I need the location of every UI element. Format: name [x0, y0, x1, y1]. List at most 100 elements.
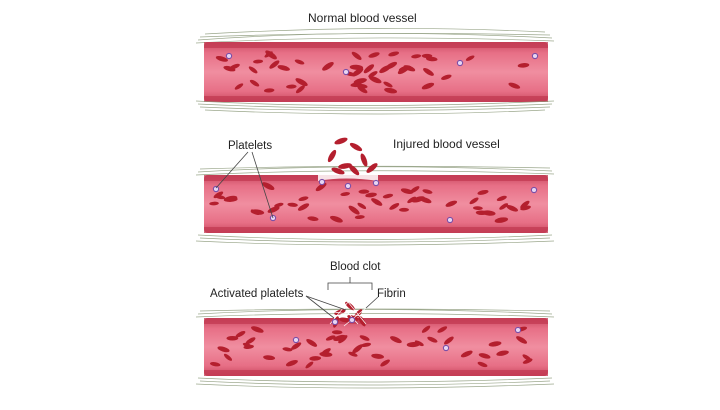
- platelet-icon: [348, 316, 356, 324]
- red-blood-cell-icon: [331, 167, 345, 175]
- red-blood-cell-icon: [422, 189, 433, 194]
- red-blood-cell-icon: [440, 74, 452, 80]
- wound-gap: [318, 171, 378, 181]
- red-blood-cell-icon: [334, 137, 348, 145]
- red-blood-cell-icon: [234, 83, 244, 90]
- red-blood-cell-icon: [358, 315, 366, 327]
- red-blood-cell-icon: [520, 200, 530, 209]
- red-blood-cell-icon: [339, 317, 351, 323]
- platelets-2: [212, 178, 538, 224]
- red-blood-cell-icon: [400, 188, 414, 194]
- platelet-icon: [442, 344, 450, 352]
- red-blood-cell-icon: [215, 55, 228, 62]
- vessel-wall-bottom: [204, 227, 548, 233]
- red-blood-cell-icon: [389, 203, 400, 210]
- red-blood-cell-icon: [285, 359, 298, 367]
- blood-clot-bracket: [327, 277, 373, 290]
- red-blood-cell-icon: [305, 361, 314, 369]
- red-blood-cell-icon: [496, 350, 509, 356]
- red-blood-cell-icon: [306, 338, 318, 347]
- red-blood-cell-icon: [460, 350, 473, 358]
- red-blood-cell-icon: [368, 76, 382, 84]
- red-blood-cell-icon: [371, 353, 385, 359]
- red-blood-cell-icon: [330, 215, 343, 223]
- red-blood-cell-icon: [516, 336, 528, 344]
- leader-lines: [215, 151, 379, 319]
- red-blood-cell-icon: [223, 195, 238, 202]
- red-blood-cell-icon: [508, 82, 521, 89]
- red-blood-cell-icon: [358, 189, 370, 194]
- red-blood-cell-icon: [319, 351, 333, 357]
- platelet-icon: [342, 68, 350, 76]
- platelet-icon: [344, 182, 352, 190]
- label-injured-vessel: Injured blood vessel: [393, 137, 500, 151]
- red-blood-cell-icon: [357, 86, 368, 94]
- red-blood-cell-icon: [269, 60, 280, 69]
- red-blood-cell-icon: [348, 205, 360, 215]
- red-blood-cell-icon: [359, 335, 370, 341]
- label-platelets: Platelets: [228, 140, 273, 152]
- red-blood-cell-icon: [294, 59, 305, 65]
- red-blood-cell-icon: [327, 149, 337, 163]
- red-blood-cell-icon: [390, 336, 402, 344]
- red-blood-cell-icon: [427, 336, 438, 343]
- red-blood-cell-icon: [235, 330, 246, 338]
- red-blood-cell-icon: [357, 202, 367, 210]
- red-blood-cell-icon: [213, 191, 224, 199]
- red-blood-cell-icon: [229, 63, 240, 70]
- red-blood-cell-icon: [245, 337, 256, 345]
- red-blood-cell-icon: [379, 64, 392, 74]
- fibrin-strand-icon: [329, 301, 367, 327]
- red-blood-cell-icon: [494, 217, 509, 223]
- red-blood-cell-icon: [421, 325, 431, 333]
- red-blood-cell-icon: [352, 344, 363, 354]
- red-blood-cell-icon: [250, 209, 265, 215]
- fibers-bottom-2: [195, 234, 555, 246]
- red-blood-cell-icon: [297, 203, 310, 211]
- platelet-icon: [456, 59, 464, 67]
- red-blood-cell-icon: [348, 351, 358, 357]
- red-blood-cell-icon: [472, 206, 483, 211]
- red-blood-cell-icon: [444, 336, 454, 345]
- red-blood-cell-icon: [499, 203, 509, 210]
- red-blood-cell-icon: [520, 205, 531, 211]
- red-blood-cell-icon: [274, 202, 284, 208]
- red-blood-cell-icon: [366, 163, 378, 173]
- injured-vessel: [195, 137, 555, 246]
- red-blood-cell-icon: [384, 87, 398, 94]
- red-blood-cell-icon: [315, 182, 327, 192]
- vessel-wall-top: [204, 318, 548, 324]
- fibers-bottom-1: [195, 100, 555, 115]
- label-activated-platelets: Activated platelets: [210, 288, 304, 300]
- label-fibrin: Fibrin: [377, 288, 406, 300]
- label-normal-vessel: Normal blood vessel: [308, 11, 417, 25]
- vessel-wall-bottom: [204, 96, 548, 102]
- platelet-icon: [331, 318, 339, 326]
- red-blood-cell-icon: [295, 85, 305, 94]
- activated-leader-a: [305, 295, 335, 319]
- fibers-top-3: [195, 308, 555, 318]
- red-blood-cell-icon: [248, 66, 258, 74]
- platelet-icon: [446, 216, 454, 224]
- platelet-icon: [530, 186, 538, 194]
- red-blood-cell-icon: [226, 335, 239, 341]
- platelet-icon: [225, 52, 233, 60]
- red-blood-cell-icon: [348, 164, 360, 176]
- red-blood-cell-icon: [397, 65, 410, 75]
- fibers-bottom-3: [195, 377, 555, 389]
- red-blood-cell-icon: [425, 56, 438, 62]
- red-blood-cell-icon: [251, 326, 264, 333]
- red-blood-cell-icon: [371, 198, 383, 206]
- red-blood-cell-icon: [517, 63, 530, 68]
- red-blood-cell-icon: [469, 197, 479, 205]
- red-blood-cell-icon: [423, 68, 434, 76]
- red-blood-cell-icon: [333, 334, 347, 342]
- red-blood-cell-icon: [477, 361, 488, 368]
- vessel-wall-bottom: [204, 370, 548, 376]
- red-blood-cell-icon: [411, 196, 425, 203]
- red-blood-cell-icon: [421, 82, 435, 90]
- clotted-vessel: [195, 301, 555, 389]
- red-blood-cell-icon: [437, 326, 448, 333]
- red-blood-cell-icon: [322, 61, 334, 71]
- red-blood-cell-icon: [253, 59, 264, 64]
